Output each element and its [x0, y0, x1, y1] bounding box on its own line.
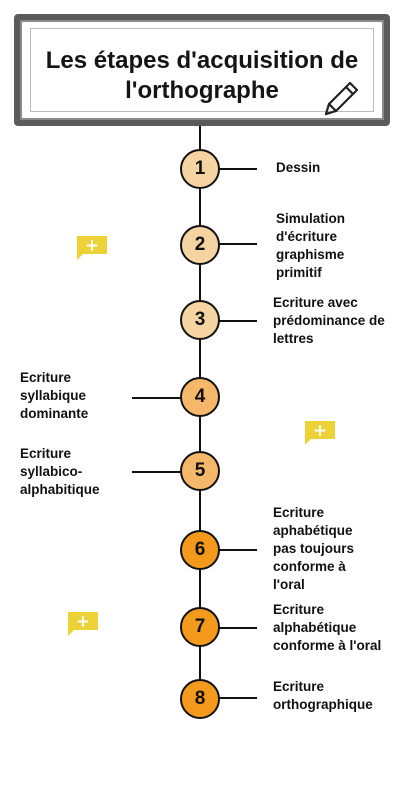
step-8-node: 8 [180, 679, 220, 719]
step-3-connector [219, 320, 257, 322]
comment-plus-icon[interactable] [68, 612, 98, 636]
step-5-node: 5 [180, 451, 220, 491]
step-5-number: 5 [194, 460, 206, 481]
step-1-number: 1 [194, 158, 206, 179]
step-5-connector [132, 471, 181, 473]
step-8-label: Ecriture orthographique [273, 679, 373, 712]
pencil-icon [324, 81, 359, 116]
comment-plus-icon[interactable] [77, 236, 107, 260]
step-2-number: 2 [194, 234, 206, 255]
step-2-connector [219, 243, 257, 245]
step-3-node: 3 [180, 300, 220, 340]
step-3-number: 3 [194, 309, 206, 330]
step-4-node: 4 [180, 377, 220, 417]
step-2-label: Simulation d'écriture graphisme primitif [276, 211, 346, 280]
title-line: Les étapes d'acquisition de l'orthograph… [45, 47, 359, 104]
step-6-label: Ecriture aphabétique pas toujours confor… [273, 505, 355, 592]
page-title: Les étapes d'acquisition de l'orthograph… [20, 46, 384, 106]
step-7-connector [219, 627, 257, 629]
step-7-number: 7 [194, 616, 206, 637]
step-6-number: 6 [194, 539, 206, 560]
step-3-label: Ecriture avec prédominance de lettres [273, 295, 385, 346]
step-8-connector [219, 697, 257, 699]
step-1-connector [219, 168, 257, 170]
step-2-node: 2 [180, 225, 220, 265]
step-1-label: Dessin [276, 160, 321, 175]
step-6-connector [219, 549, 257, 551]
step-6-node: 6 [180, 530, 220, 570]
title-inner-frame [30, 28, 374, 112]
step-8-number: 8 [194, 688, 206, 709]
comment-plus-icon[interactable] [305, 421, 335, 445]
step-7-label: Ecriture alphabétique conforme à l'oral [273, 602, 382, 653]
title-box: Les étapes d'acquisition de l'orthograph… [14, 14, 390, 126]
step-5-label: Ecriture syllabico-alphabitique [20, 446, 100, 497]
step-1-node: 1 [180, 149, 220, 189]
step-4-number: 4 [194, 386, 206, 407]
step-4-connector [132, 397, 181, 399]
step-7-node: 7 [180, 607, 220, 647]
step-4-label: Ecriture syllabique dominante [20, 370, 89, 421]
